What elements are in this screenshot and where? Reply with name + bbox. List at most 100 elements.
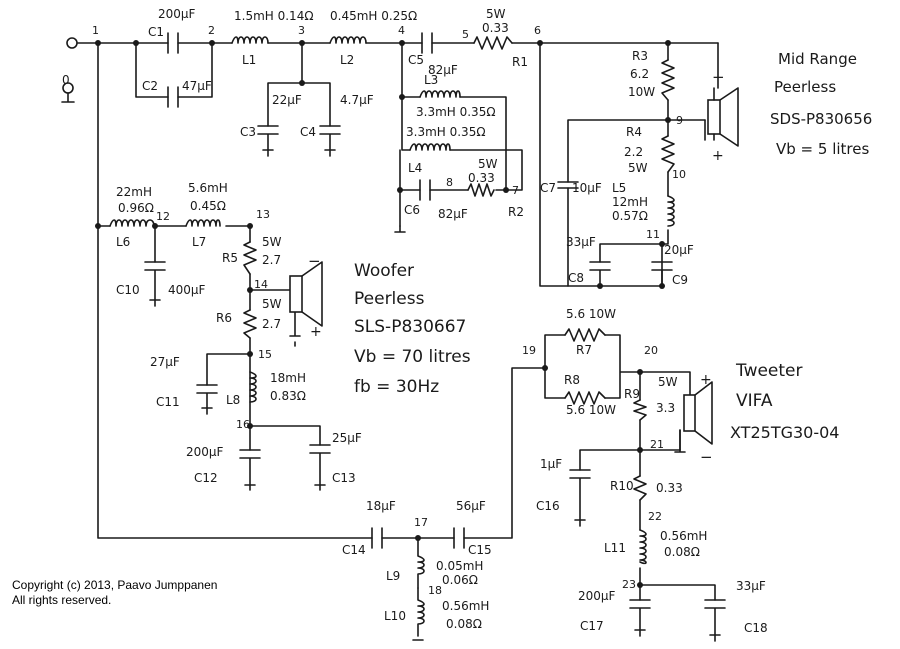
copyright-notice: Copyright (c) 2013, Paavo Jumppanen All … xyxy=(12,578,217,608)
c14-name: C14 xyxy=(342,543,366,557)
capacitor-c5 xyxy=(421,32,433,54)
c1-name: C1 xyxy=(148,25,164,39)
midrange-type: Mid Range xyxy=(778,50,857,68)
node-label: 18 xyxy=(428,584,442,597)
junction-dot xyxy=(152,223,158,229)
c18-value: 33μF xyxy=(736,579,766,593)
c16-name: C16 xyxy=(536,499,560,513)
midrange-model: SDS-P830656 xyxy=(770,110,872,128)
capacitor-c9 xyxy=(651,261,673,287)
c15-value: 56μF xyxy=(456,499,486,513)
l11-value: 0.56mH xyxy=(660,529,707,543)
r2-power: 5W xyxy=(478,157,498,171)
c8-name: C8 xyxy=(568,271,584,285)
resistor-r9 xyxy=(633,399,647,421)
r10-value: 0.33 xyxy=(656,481,683,495)
r9-name: R9 xyxy=(624,387,640,401)
node-label: 20 xyxy=(644,344,658,357)
c1-value: 200μF xyxy=(158,7,196,21)
r9-power: 5W xyxy=(658,375,678,389)
c9-name: C9 xyxy=(672,273,688,287)
node-label: 4 xyxy=(398,24,405,37)
r6-name: R6 xyxy=(216,311,232,325)
r5-name: R5 xyxy=(222,251,238,265)
midrange-driver-icon xyxy=(707,87,739,147)
junction-dot xyxy=(537,40,543,46)
r2-value: 0.33 xyxy=(468,171,495,185)
woofer-plus-mark: + xyxy=(310,324,322,340)
junction-dot xyxy=(95,40,101,46)
junction-dot xyxy=(637,447,643,453)
c9-value: 20μF xyxy=(664,243,694,257)
l7-value: 5.6mH xyxy=(188,181,228,195)
r3-power: 10W xyxy=(628,85,655,99)
c12-name: C12 xyxy=(194,471,218,485)
junction-dot xyxy=(665,40,671,46)
capacitor-c7 xyxy=(557,181,579,189)
woofer-description: Woofer Peerless SLS-P830667 Vb = 70 litr… xyxy=(354,261,471,397)
l9-name: L9 xyxy=(386,569,400,583)
woofer-tuning: fb = 30Hz xyxy=(354,377,439,397)
node-label: 16 xyxy=(236,418,250,431)
c5-name: C5 xyxy=(408,53,424,67)
inductor-l11 xyxy=(639,529,647,565)
tweeter-minus-mark: − xyxy=(700,448,713,466)
node-label: 9 xyxy=(676,114,683,127)
tweeter-description: Tweeter VIFA XT25TG30-04 xyxy=(730,361,839,442)
junctions xyxy=(95,40,671,588)
node-label: 1 xyxy=(92,24,99,37)
inductor-l7 xyxy=(185,219,221,227)
capacitor-c11 xyxy=(196,384,218,409)
input-terminal-positive xyxy=(66,37,78,49)
capacitor-c17 xyxy=(629,599,651,631)
resistor-r5 xyxy=(243,241,257,275)
r7-value: 5.6 10W xyxy=(566,307,616,321)
c10-value: 400μF xyxy=(168,283,206,297)
node-label: 19 xyxy=(522,344,536,357)
c16-value: 1μF xyxy=(540,457,562,471)
node-label: 23 xyxy=(622,578,636,591)
resistor-r7 xyxy=(564,328,606,342)
r7-name: R7 xyxy=(576,343,592,357)
midrange-brand: Peerless xyxy=(774,78,836,96)
capacitor-c6 xyxy=(419,179,431,201)
l5-name: L5 xyxy=(612,181,626,195)
capacitor-c15 xyxy=(453,527,465,549)
midrange-description: Mid Range Peerless SDS-P830656 Vb = 5 li… xyxy=(770,50,872,158)
junction-dot xyxy=(95,223,101,229)
node-label: 6 xyxy=(534,24,541,37)
junction-dot xyxy=(299,80,305,86)
node-label: 2 xyxy=(208,24,215,37)
c13-value: 25μF xyxy=(332,431,362,445)
c2-name: C2 xyxy=(142,79,158,93)
tweeter-type: Tweeter xyxy=(735,361,803,381)
inductor-l9 xyxy=(417,537,425,589)
l10-resistance: 0.08Ω xyxy=(446,617,482,631)
r1-name: R1 xyxy=(512,55,528,69)
l6-resistance: 0.96Ω xyxy=(118,201,154,215)
inductor-l2 xyxy=(329,36,367,44)
woofer-brand: Peerless xyxy=(354,289,425,309)
resistor-r3 xyxy=(661,59,675,101)
woofer-driver-icon xyxy=(289,261,323,327)
capacitor-c4 xyxy=(319,125,341,151)
node-label: 17 xyxy=(414,516,428,529)
midrange-minus-mark: − xyxy=(712,68,725,86)
node-label: 14 xyxy=(254,278,268,291)
c13-name: C13 xyxy=(332,471,356,485)
ground-terminal-label: 0 xyxy=(62,73,70,87)
c12-value: 200μF xyxy=(186,445,224,459)
l3-value: 3.3mH 0.35Ω xyxy=(416,105,496,119)
junction-dot xyxy=(399,40,405,46)
r5-value: 2.7 xyxy=(262,253,281,267)
r3-value: 6.2 xyxy=(630,67,649,81)
resistor-r4 xyxy=(661,135,675,173)
node-label: 13 xyxy=(256,208,270,221)
junction-dot xyxy=(397,187,403,193)
c18-name: C18 xyxy=(744,621,768,635)
l3-name: L3 xyxy=(424,73,438,87)
junction-dot xyxy=(247,287,253,293)
resistor-r2 xyxy=(467,183,495,197)
node-label: 5 xyxy=(462,28,469,41)
